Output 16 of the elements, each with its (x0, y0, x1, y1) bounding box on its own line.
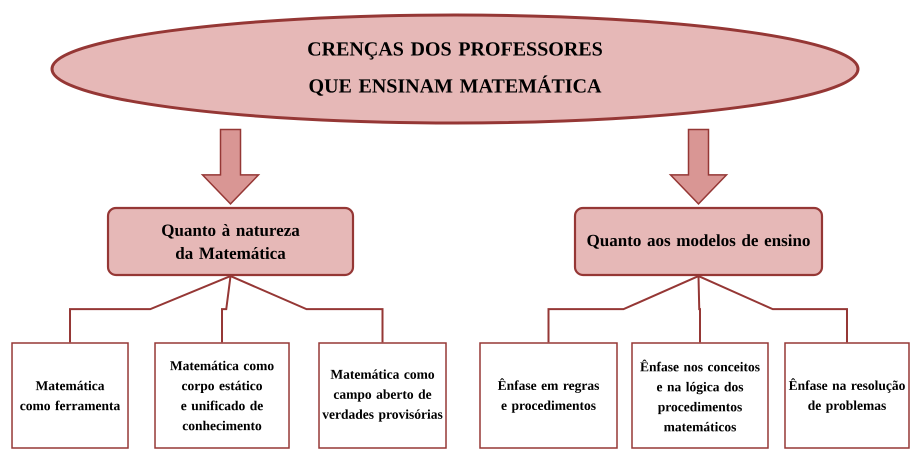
belief-box: Ênfase nos conceitos e na lógica dos procedimentos matemáticos (631, 342, 769, 449)
block-arrow (668, 128, 728, 205)
belief-box: Matemática como ferramenta (11, 342, 129, 449)
category-box: Quanto aos modelos de ensino (574, 206, 824, 276)
connector-line (548, 275, 699, 342)
connector-line (698, 276, 701, 342)
connector-line (698, 275, 848, 342)
connector-line (221, 276, 232, 342)
connector-line (230, 275, 384, 342)
category-box: Quanto à natureza da Matemática (106, 206, 354, 276)
belief-box: Matemática como campo aberto de verdades provisórias (318, 342, 447, 449)
belief-box: Ênfase na resolução de problemas (784, 342, 910, 449)
belief-box: Ênfase em regras e procedimentos (479, 342, 618, 449)
belief-box: Matemática como corpo estático e unificado de conhecimento (154, 342, 290, 449)
block-arrow (200, 128, 260, 205)
connector-line (69, 275, 231, 342)
